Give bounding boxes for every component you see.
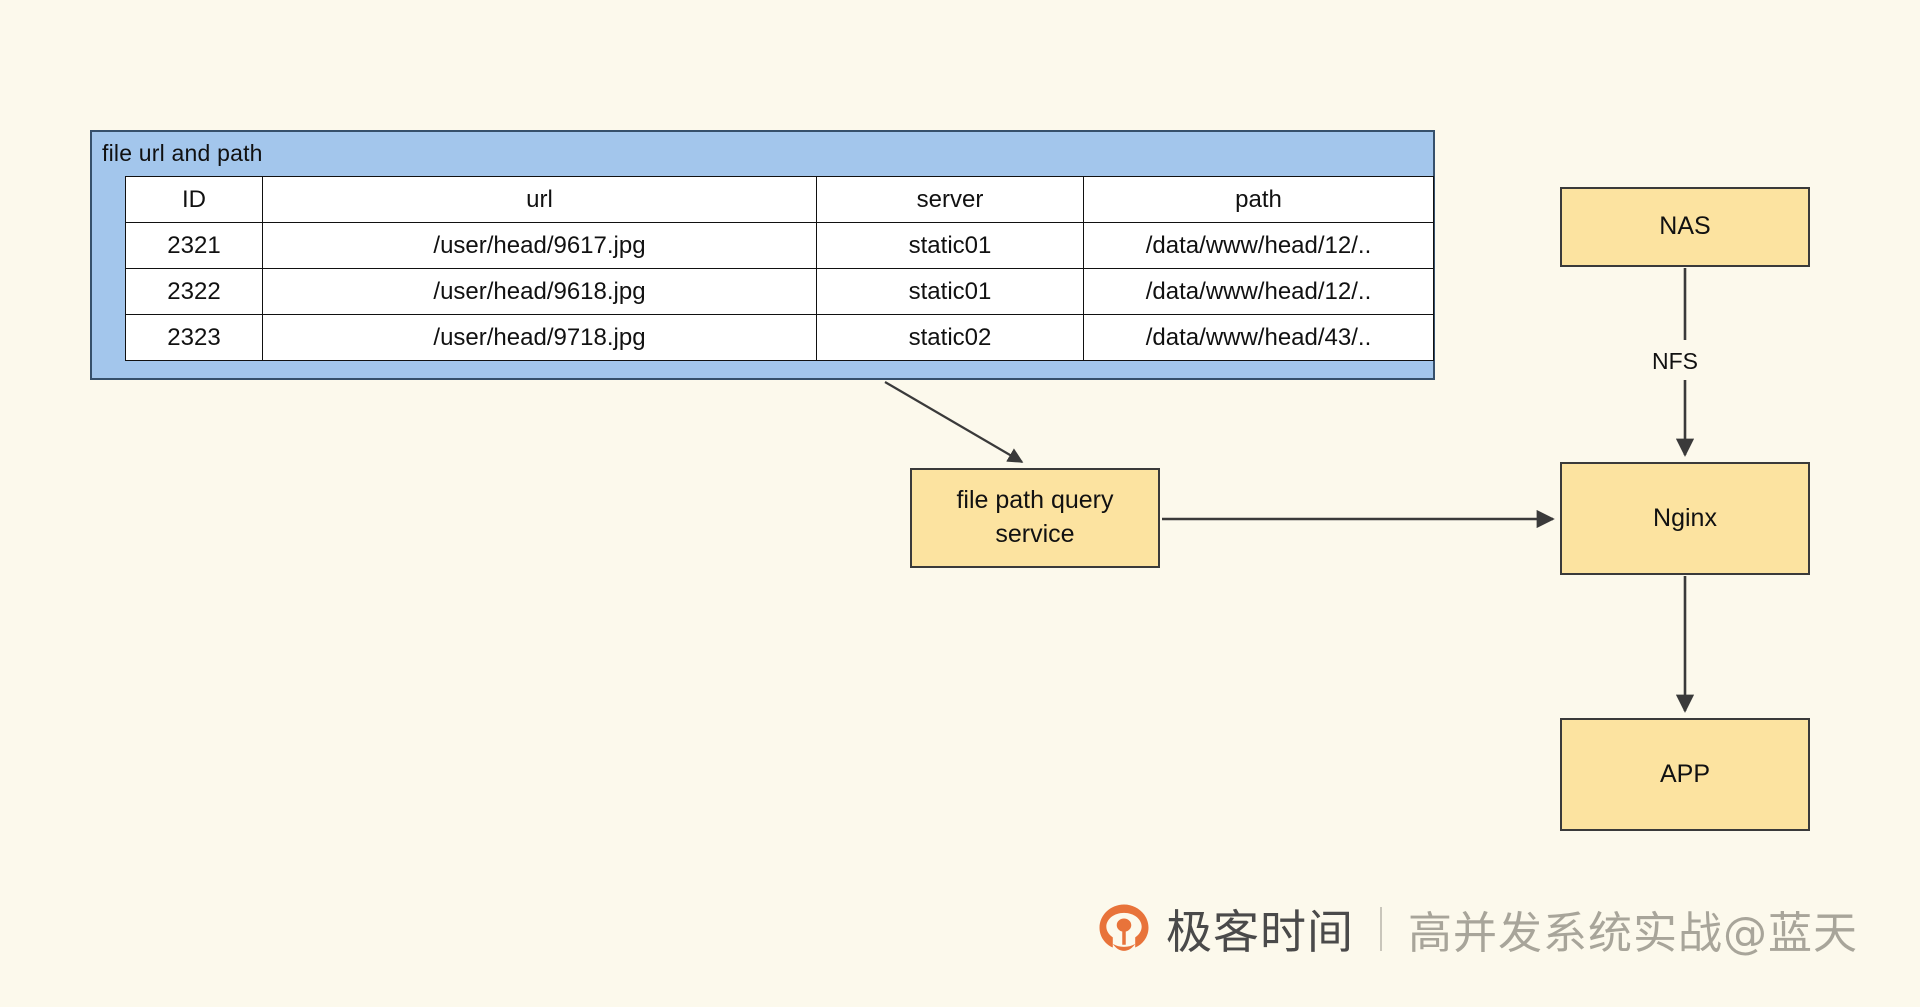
cell-url: /user/head/9617.jpg xyxy=(262,222,817,269)
node-app: APP xyxy=(1560,718,1810,831)
node-label-app: APP xyxy=(1659,759,1711,788)
cell-path: /data/www/head/12/.. xyxy=(1083,268,1434,315)
cell-id: 2323 xyxy=(125,314,263,361)
cell-path: /data/www/head/12/.. xyxy=(1083,222,1434,269)
cell-server: static01 xyxy=(816,268,1084,315)
node-label-line1: file path query xyxy=(956,486,1114,515)
panel-title: file url and path xyxy=(102,140,263,166)
edge-label-nfs: NFS xyxy=(1646,346,1704,377)
file-url-and-path-panel: file url and path ID url server path 232… xyxy=(90,130,1435,380)
column-header-path: path xyxy=(1083,176,1434,223)
edge-table-to-query-service xyxy=(884,381,1024,463)
column-header-url: url xyxy=(262,176,817,223)
cell-url: /user/head/9718.jpg xyxy=(262,314,817,361)
cell-id: 2321 xyxy=(125,222,263,269)
cell-server: static01 xyxy=(816,222,1084,269)
node-file-path-query-service: file path query service xyxy=(910,468,1160,568)
cell-path: /data/www/head/43/.. xyxy=(1083,314,1434,361)
cell-server: static02 xyxy=(816,314,1084,361)
column-header-server: server xyxy=(816,176,1084,223)
node-label-nginx: Nginx xyxy=(1653,503,1717,532)
cell-id: 2322 xyxy=(125,268,263,315)
watermark-course: 高并发系统实战@蓝天 xyxy=(1408,908,1858,959)
table-header-row: ID url server path xyxy=(125,176,1434,223)
geekbang-logo-icon xyxy=(1099,904,1149,951)
file-url-and-path-table: ID url server path 2321 /user/head/9617.… xyxy=(125,176,1434,361)
watermark-separator xyxy=(1380,907,1382,951)
table-row: 2321 /user/head/9617.jpg static01 /data/… xyxy=(125,222,1434,269)
table-row: 2323 /user/head/9718.jpg static02 /data/… xyxy=(125,314,1434,361)
cell-url: /user/head/9618.jpg xyxy=(262,268,817,315)
node-nas: NAS xyxy=(1560,187,1810,267)
watermark: 极客时间 高并发系统实战@蓝天 xyxy=(1096,896,1858,962)
table-row: 2322 /user/head/9618.jpg static01 /data/… xyxy=(125,268,1434,315)
watermark-brand: 极客时间 xyxy=(1166,905,1354,959)
node-label-line2: service xyxy=(995,520,1075,548)
node-nginx: Nginx xyxy=(1560,462,1810,575)
column-header-id: ID xyxy=(125,176,263,223)
node-label-nas: NAS xyxy=(1659,212,1711,241)
